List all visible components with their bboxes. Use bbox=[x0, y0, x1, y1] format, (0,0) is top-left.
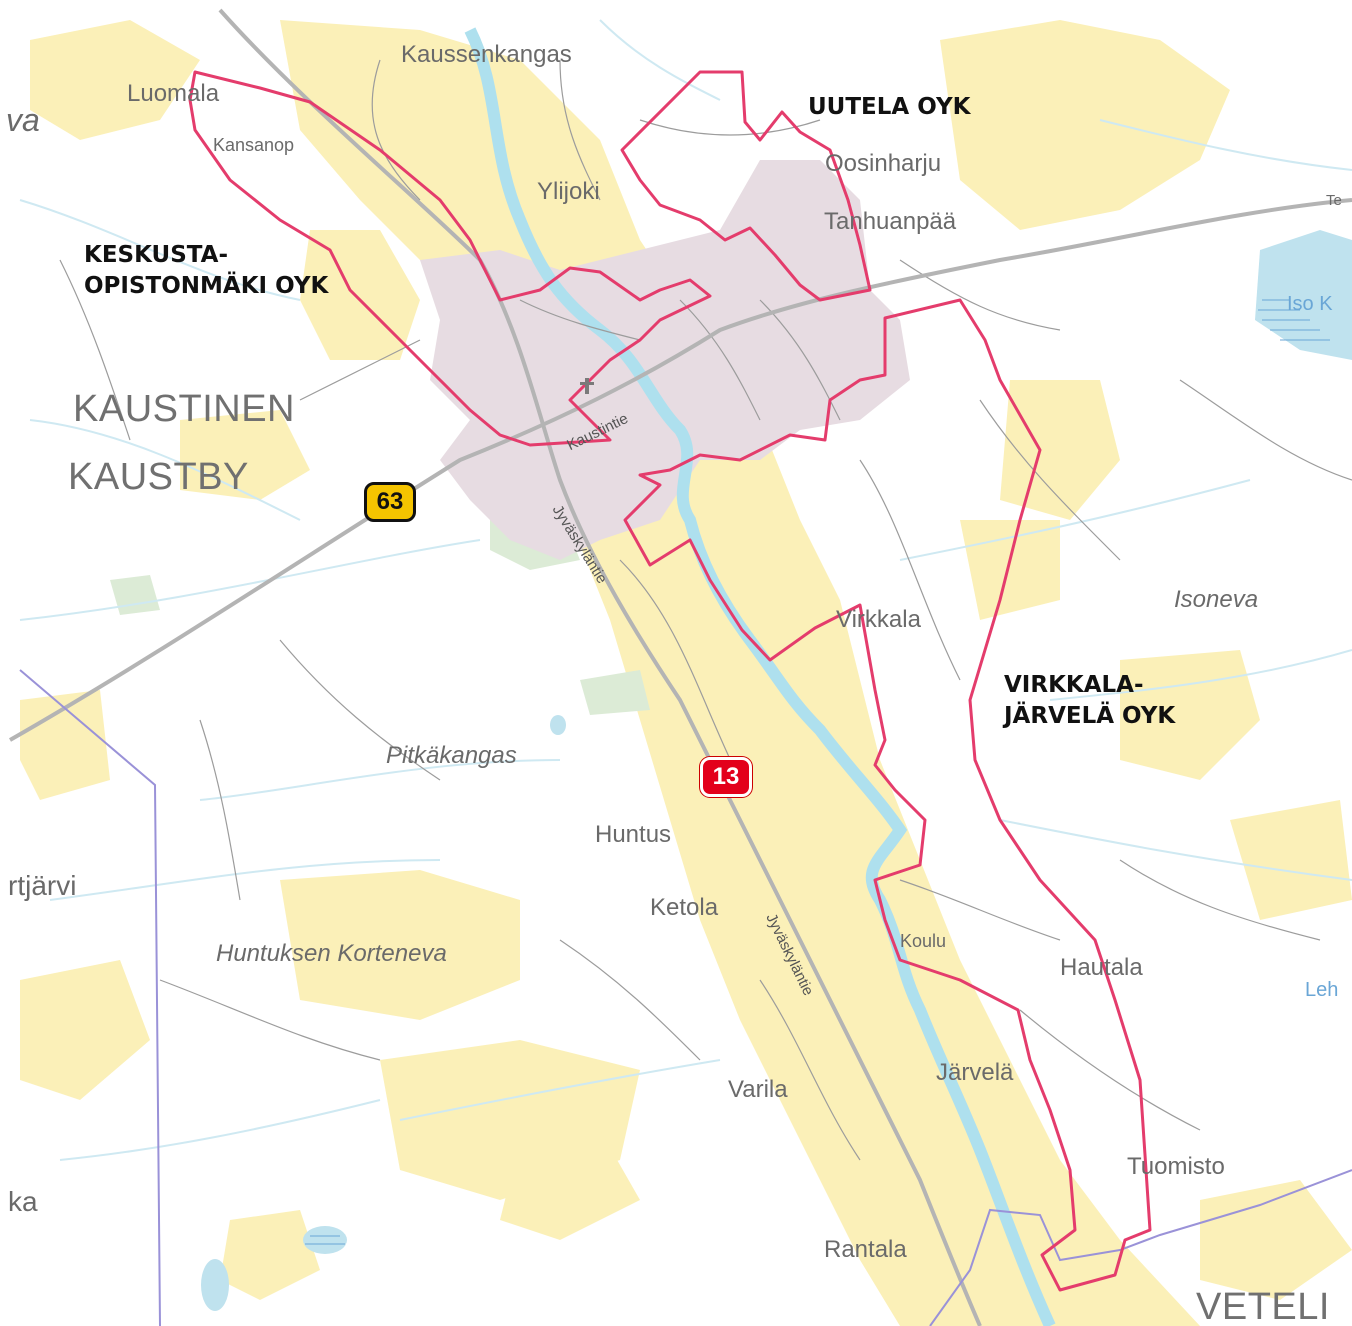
zone-label-uutela: UUTELA OYK bbox=[808, 94, 971, 120]
terrain-huntuksen-korteneva: Huntuksen Korteneva bbox=[216, 940, 447, 967]
place-kaussenkangas: Kaussenkangas bbox=[401, 41, 572, 68]
lakes bbox=[201, 230, 1352, 1311]
place-rantala: Rantala bbox=[824, 1236, 907, 1263]
municipal-border bbox=[19, 669, 1352, 1326]
zone-label-line: OPISTONMÄKI OYK bbox=[84, 273, 329, 299]
boundary-virkkala bbox=[623, 298, 1152, 1292]
municipality-veteli: VETELI bbox=[1196, 1286, 1330, 1326]
terrain-pitkakangas: Pitkäkangas bbox=[386, 742, 517, 769]
place-hautala: Hautala bbox=[1060, 954, 1143, 981]
road-shield-63: 63 bbox=[364, 482, 416, 522]
place-ka: ka bbox=[8, 1186, 38, 1217]
water-iso-k: Iso K bbox=[1287, 293, 1333, 315]
river bbox=[464, 27, 1056, 1326]
minor-roads bbox=[59, 59, 1352, 1161]
place-tuomisto: Tuomisto bbox=[1127, 1153, 1225, 1180]
municipality-kaustby: KAUSTBY bbox=[68, 456, 249, 498]
place-te: Te bbox=[1326, 192, 1342, 209]
main-roads bbox=[9, 8, 1352, 1326]
boundary-uutela bbox=[620, 70, 872, 302]
zone-boundaries bbox=[188, 70, 1152, 1292]
streams bbox=[19, 19, 1352, 1161]
urban-area bbox=[420, 160, 910, 560]
place-ylijoki: Ylijoki bbox=[537, 178, 600, 205]
zone-label-virkkala: VIRKKALA- JÄRVELÄ OYK bbox=[1004, 670, 1175, 732]
zone-label-line: JÄRVELÄ OYK bbox=[1004, 703, 1176, 729]
church-icon bbox=[580, 378, 594, 394]
zone-label-keskusta: KESKUSTA- OPISTONMÄKI OYK bbox=[84, 240, 328, 302]
place-ketola: Ketola bbox=[650, 894, 719, 921]
municipality-kaustinen: KAUSTINEN bbox=[73, 388, 295, 430]
place-luomala: Luomala bbox=[127, 80, 220, 107]
place-va: va bbox=[6, 102, 40, 138]
place-tanhuanpaa: Tanhuanpää bbox=[824, 208, 957, 235]
water-leh: Leh bbox=[1305, 979, 1339, 1001]
place-virkkala: Virkkala bbox=[836, 606, 921, 633]
zone-label-line: VIRKKALA- bbox=[1004, 672, 1144, 698]
place-huntus: Huntus bbox=[595, 821, 672, 848]
place-kansanop: Kansanop bbox=[213, 135, 295, 155]
place-rtjarvi: rtjärvi bbox=[8, 870, 77, 901]
road-shield-13: 13 bbox=[700, 757, 752, 797]
lake-hatch bbox=[305, 299, 1330, 1245]
place-koulu: Koulu bbox=[900, 931, 947, 951]
terrain-isoneva: Isoneva bbox=[1174, 586, 1259, 613]
place-oosinharju: Oosinharju bbox=[825, 150, 942, 177]
place-varila: Varila bbox=[728, 1076, 788, 1103]
boundary-keskusta bbox=[188, 70, 712, 447]
place-jarvela: Järvelä bbox=[936, 1059, 1014, 1086]
zone-label-line: KESKUSTA- bbox=[84, 242, 229, 268]
